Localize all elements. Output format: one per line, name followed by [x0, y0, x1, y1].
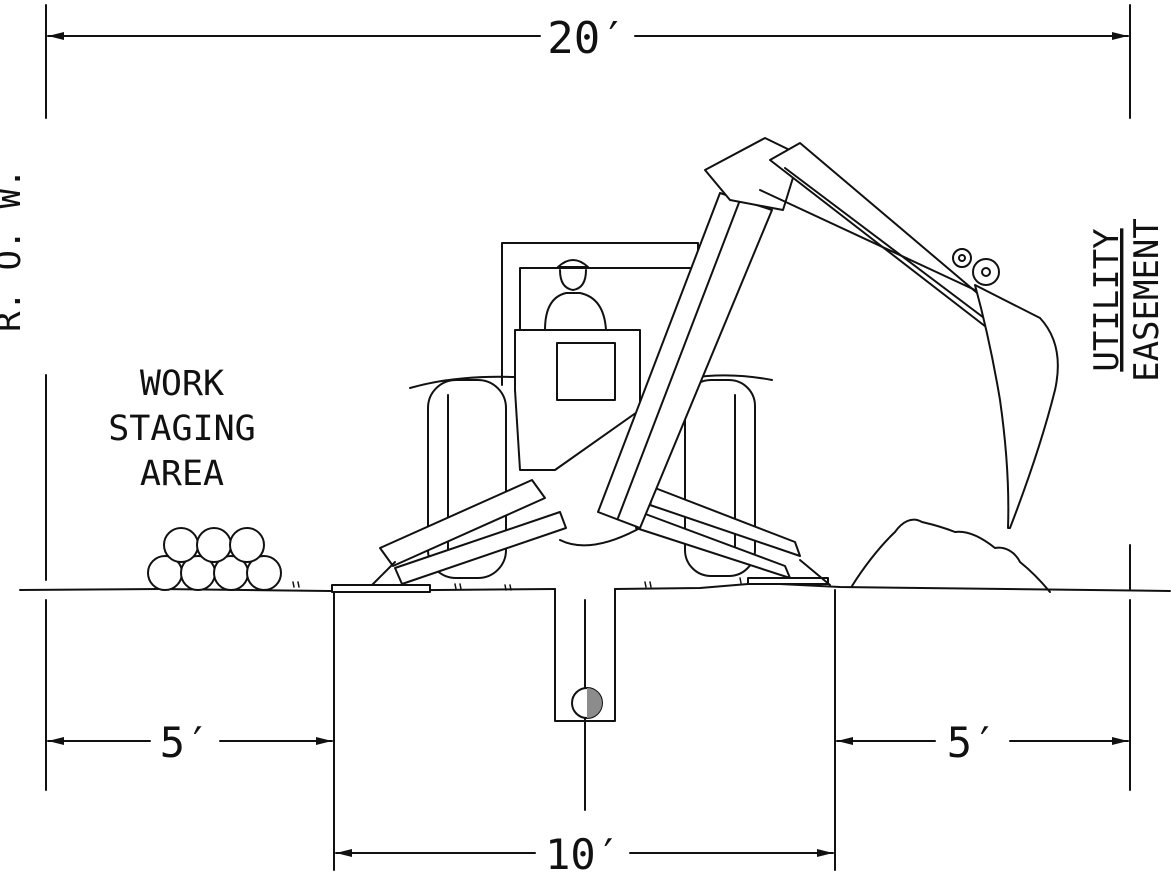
- pipe-cross-section-icon: [571, 687, 603, 719]
- work-area-line-3: AREA: [140, 454, 224, 494]
- row-label: R. O. W.: [0, 168, 29, 332]
- grass-tufts: [292, 577, 742, 591]
- dipper-stick: [759, 142, 1016, 331]
- stacked-pipes-icon: [147, 527, 282, 591]
- dimension-work-width-label: 10′: [545, 830, 621, 879]
- dimension-left-offset-label: 5′: [160, 718, 211, 767]
- easement-top-label: UTILITY: [1087, 228, 1127, 371]
- easement-bottom-label: EASEMENT: [1127, 218, 1167, 382]
- dimension-labels: 20′ 5′ 5′ 10′: [160, 13, 998, 879]
- left-stabilizer: [371, 479, 567, 586]
- soil-pile-icon: [851, 518, 1051, 593]
- dimension-right-offset-label: 5′: [947, 718, 998, 767]
- work-area-line-1: WORK: [140, 364, 224, 404]
- trench-cut: [554, 588, 616, 722]
- work-staging-area-label: WORK STAGING AREA: [108, 364, 256, 494]
- operator-hardhat-icon: [544, 259, 607, 331]
- backhoe-icon: [371, 137, 1059, 586]
- utility-easement-label: UTILITY EASEMENT: [1087, 218, 1167, 382]
- bucket: [974, 284, 1059, 529]
- dimension-overall-label: 20′: [547, 13, 626, 64]
- work-area-line-2: STAGING: [108, 409, 256, 449]
